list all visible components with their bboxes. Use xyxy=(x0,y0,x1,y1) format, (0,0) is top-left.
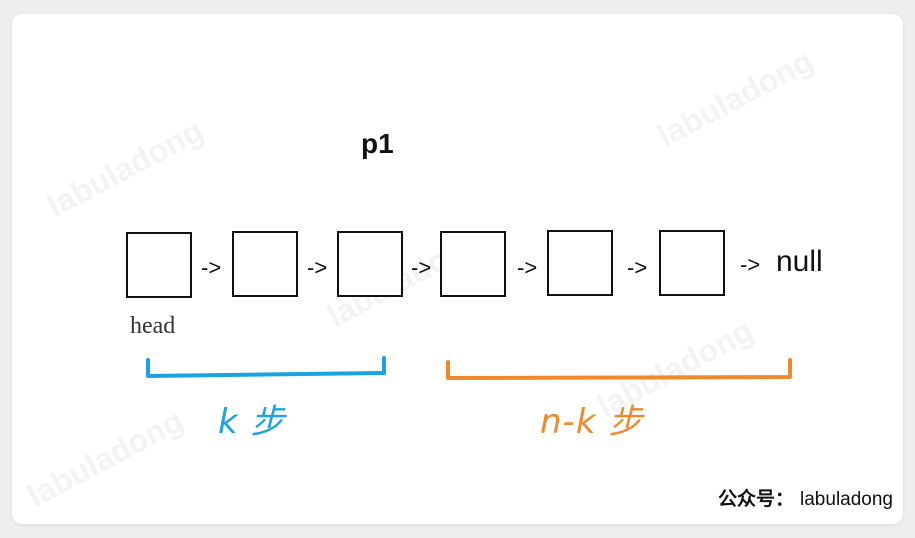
k-steps-label: k 步 xyxy=(218,402,286,442)
link-arrow: -> xyxy=(411,255,432,280)
null-label: null xyxy=(776,245,823,278)
k-steps-bracket xyxy=(146,356,386,378)
list-node xyxy=(337,231,403,297)
list-node xyxy=(440,231,506,297)
list-node xyxy=(232,231,298,297)
link-arrow: -> xyxy=(307,255,328,280)
list-node xyxy=(126,232,192,298)
footer-credit: 公众号：labuladong xyxy=(718,484,893,511)
link-arrow: -> xyxy=(517,255,538,280)
head-label: head xyxy=(130,313,176,339)
n-minus-k-steps-bracket xyxy=(446,358,792,380)
list-node xyxy=(547,230,613,296)
n-minus-k-steps-label: n-k 步 xyxy=(540,402,644,442)
link-arrow: -> xyxy=(627,255,648,280)
account-name: labuladong xyxy=(800,489,893,510)
pointer-label: p1 xyxy=(361,128,394,159)
list-node xyxy=(659,230,725,296)
link-arrow: -> xyxy=(201,255,222,280)
link-arrow: -> xyxy=(740,252,761,277)
account-label: 公众号： xyxy=(718,489,795,510)
